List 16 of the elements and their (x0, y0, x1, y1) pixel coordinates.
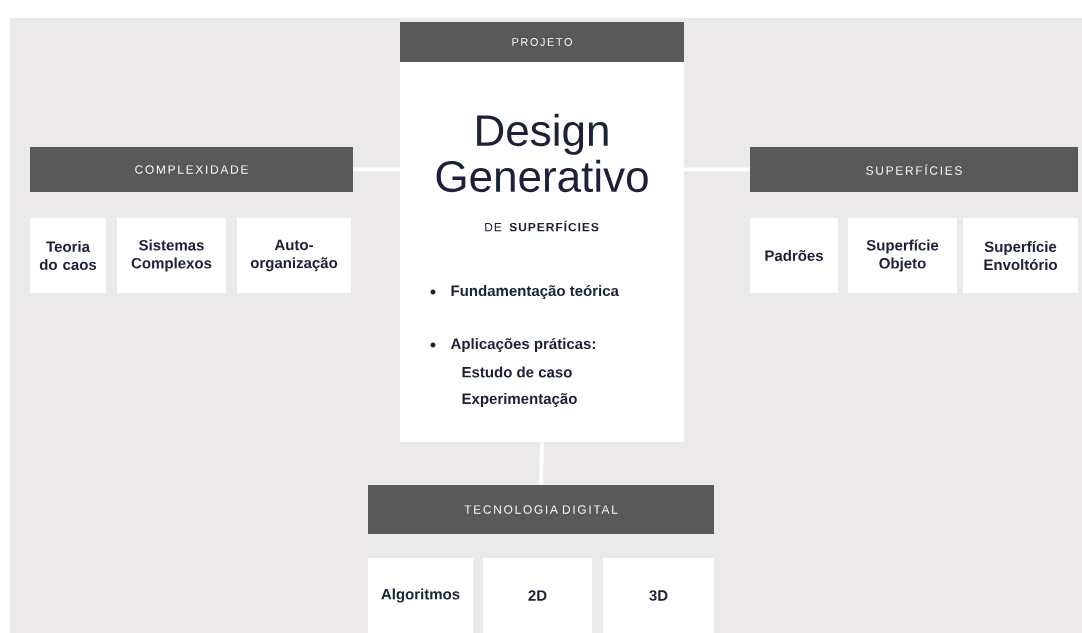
topic-box: 2D (483, 558, 592, 633)
category-bar: TECNOLOGIA DIGITAL (368, 485, 714, 534)
category-bar: COMPLEXIDADE (30, 147, 353, 192)
connector-line (353, 167, 400, 172)
topic-box: Superfície Objeto (848, 218, 957, 293)
category-bar: SUPERFÍCIES (750, 147, 1078, 192)
topic-box: Padrões (750, 218, 838, 293)
project-card: PROJETO Design Generativo DE SUPERFÍCIES Fundamentação teórica Aplicações práticas: Estudo de caso Experimentação (400, 22, 684, 442)
connector-line (684, 167, 750, 172)
topic-box: Sistemas Complexos (117, 218, 226, 293)
connector-line (539, 442, 544, 485)
topic-box: Algoritmos (368, 558, 473, 633)
topic-box: Auto-organização (237, 218, 351, 293)
topic-box: Teoria do caos (30, 218, 106, 293)
topic-box: Superfície Envoltório (963, 218, 1078, 293)
topic-box: 3D (603, 558, 714, 633)
